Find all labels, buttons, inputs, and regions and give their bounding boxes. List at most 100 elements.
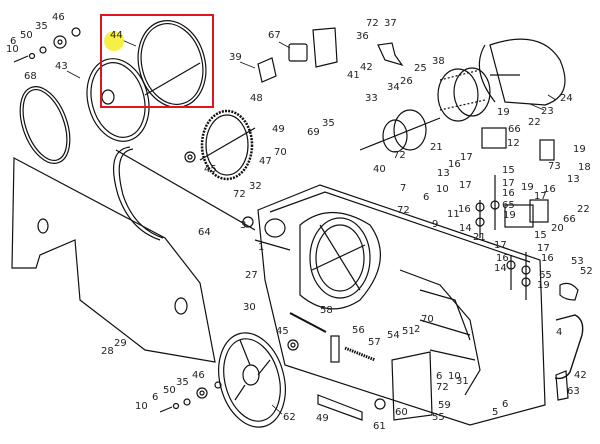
callout-part-17[interactable]: 17 xyxy=(460,152,473,163)
callout-part-16[interactable]: 16 xyxy=(458,204,471,215)
callout-part-64[interactable]: 64 xyxy=(198,227,211,238)
callout-part-28[interactable]: 28 xyxy=(101,346,114,357)
callout-part-19[interactable]: 19 xyxy=(497,107,510,118)
callout-part-19[interactable]: 19 xyxy=(503,210,516,221)
callout-part-24[interactable]: 24 xyxy=(560,93,573,104)
callout-part-49[interactable]: 49 xyxy=(272,124,285,135)
callout-part-52[interactable]: 52 xyxy=(580,266,593,277)
callout-part-46[interactable]: 46 xyxy=(52,12,65,23)
callout-part-54[interactable]: 54 xyxy=(387,330,400,341)
callout-part-6[interactable]: 6 xyxy=(10,36,17,47)
callout-part-66[interactable]: 66 xyxy=(563,214,576,225)
callout-part-57[interactable]: 57 xyxy=(368,337,381,348)
callout-part-65[interactable]: 65 xyxy=(539,270,552,281)
callout-part-72[interactable]: 72 xyxy=(393,150,406,161)
callout-part-10[interactable]: 10 xyxy=(448,371,461,382)
callout-part-10[interactable]: 10 xyxy=(6,44,19,55)
callout-part-11[interactable]: 11 xyxy=(447,209,460,220)
callout-part-14[interactable]: 14 xyxy=(494,263,507,274)
callout-part-45[interactable]: 45 xyxy=(204,164,217,175)
callout-part-46[interactable]: 46 xyxy=(192,370,205,381)
callout-part-63[interactable]: 63 xyxy=(567,386,580,397)
callout-part-35[interactable]: 35 xyxy=(35,21,48,32)
callout-part-6[interactable]: 6 xyxy=(152,392,159,403)
callout-part-58[interactable]: 58 xyxy=(320,305,333,316)
callout-part-43[interactable]: 43 xyxy=(55,61,68,72)
callout-part-65[interactable]: 65 xyxy=(502,200,515,211)
callout-part-41[interactable]: 41 xyxy=(347,70,360,81)
callout-part-23[interactable]: 23 xyxy=(541,106,554,117)
callout-part-42[interactable]: 42 xyxy=(360,62,373,73)
callout-part-60[interactable]: 60 xyxy=(395,407,408,418)
callout-part-16[interactable]: 16 xyxy=(448,159,461,170)
callout-part-33[interactable]: 33 xyxy=(365,93,378,104)
callout-part-44[interactable]: 44 xyxy=(110,30,123,41)
callout-part-27[interactable]: 27 xyxy=(245,270,258,281)
callout-part-17[interactable]: 17 xyxy=(534,191,547,202)
callout-part-10[interactable]: 10 xyxy=(436,184,449,195)
callout-part-29[interactable]: 29 xyxy=(114,338,127,349)
callout-part-31[interactable]: 31 xyxy=(456,376,469,387)
callout-part-66[interactable]: 66 xyxy=(508,124,521,135)
callout-part-17[interactable]: 17 xyxy=(459,180,472,191)
callout-part-2[interactable]: 2 xyxy=(414,324,421,335)
callout-part-56[interactable]: 56 xyxy=(352,325,365,336)
callout-part-22[interactable]: 22 xyxy=(577,204,590,215)
callout-part-5[interactable]: 5 xyxy=(492,407,499,418)
callout-part-25[interactable]: 25 xyxy=(414,63,427,74)
callout-part-15[interactable]: 15 xyxy=(534,230,547,241)
callout-part-40[interactable]: 40 xyxy=(373,164,386,175)
callout-part-70[interactable]: 70 xyxy=(421,314,434,325)
callout-part-21[interactable]: 21 xyxy=(430,142,443,153)
callout-part-18[interactable]: 18 xyxy=(578,162,591,173)
callout-part-6[interactable]: 6 xyxy=(502,399,509,410)
callout-part-19[interactable]: 19 xyxy=(521,182,534,193)
callout-part-55[interactable]: 55 xyxy=(432,412,445,423)
callout-part-59[interactable]: 59 xyxy=(438,400,451,411)
callout-part-73[interactable]: 73 xyxy=(548,161,561,172)
callout-part-50[interactable]: 50 xyxy=(163,385,176,396)
callout-part-68[interactable]: 68 xyxy=(24,71,37,82)
callout-part-16[interactable]: 16 xyxy=(541,253,554,264)
callout-part-62[interactable]: 62 xyxy=(283,412,296,423)
callout-part-26[interactable]: 26 xyxy=(400,76,413,87)
callout-part-3[interactable]: 3 xyxy=(240,220,247,231)
callout-part-42[interactable]: 42 xyxy=(574,370,587,381)
callout-part-13[interactable]: 13 xyxy=(567,174,580,185)
callout-part-19[interactable]: 19 xyxy=(573,144,586,155)
callout-part-50[interactable]: 50 xyxy=(20,30,33,41)
callout-part-1[interactable]: 1 xyxy=(258,242,265,253)
callout-part-72[interactable]: 72 xyxy=(397,205,410,216)
callout-part-14[interactable]: 14 xyxy=(459,223,472,234)
callout-part-16[interactable]: 16 xyxy=(543,184,556,195)
callout-part-53[interactable]: 53 xyxy=(571,256,584,267)
callout-part-48[interactable]: 48 xyxy=(250,93,263,104)
callout-part-16[interactable]: 16 xyxy=(502,188,515,199)
callout-part-39[interactable]: 39 xyxy=(229,52,242,63)
callout-part-17[interactable]: 17 xyxy=(494,240,507,251)
callout-part-36[interactable]: 36 xyxy=(356,31,369,42)
callout-part-9[interactable]: 9 xyxy=(432,219,439,230)
callout-part-45[interactable]: 45 xyxy=(276,326,289,337)
callout-part-10[interactable]: 10 xyxy=(135,401,148,412)
callout-part-69[interactable]: 69 xyxy=(307,127,320,138)
callout-part-22[interactable]: 22 xyxy=(528,117,541,128)
callout-part-35[interactable]: 35 xyxy=(176,377,189,388)
callout-part-7[interactable]: 7 xyxy=(400,183,407,194)
callout-part-72[interactable]: 72 xyxy=(233,189,246,200)
callout-part-16[interactable]: 16 xyxy=(496,253,509,264)
callout-part-6[interactable]: 6 xyxy=(423,192,430,203)
callout-part-20[interactable]: 20 xyxy=(551,223,564,234)
callout-part-12[interactable]: 12 xyxy=(507,138,520,149)
callout-part-70[interactable]: 70 xyxy=(274,147,287,158)
callout-part-34[interactable]: 34 xyxy=(387,82,400,93)
callout-part-72[interactable]: 72 xyxy=(366,18,379,29)
callout-part-6[interactable]: 6 xyxy=(436,371,443,382)
callout-part-13[interactable]: 13 xyxy=(437,168,450,179)
callout-part-67[interactable]: 67 xyxy=(268,30,281,41)
callout-part-37[interactable]: 37 xyxy=(384,18,397,29)
callout-part-35[interactable]: 35 xyxy=(322,118,335,129)
callout-part-4[interactable]: 4 xyxy=(556,327,563,338)
callout-part-49[interactable]: 49 xyxy=(316,413,329,424)
callout-part-21[interactable]: 21 xyxy=(473,232,486,243)
